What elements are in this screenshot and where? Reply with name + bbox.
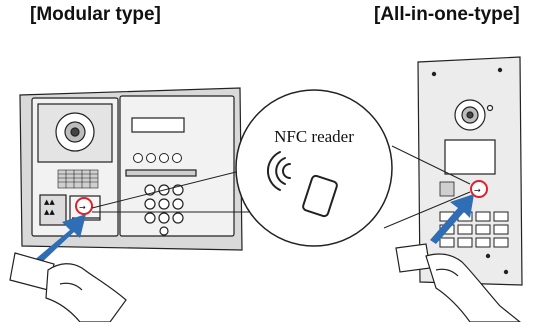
keypad-module bbox=[119, 95, 235, 237]
nfc-reader-label: NFC reader bbox=[274, 127, 354, 146]
camera-icon bbox=[454, 99, 494, 131]
nfc-spot-modular: → bbox=[75, 197, 93, 215]
keypad-icon bbox=[439, 211, 509, 248]
svg-text:→: → bbox=[474, 186, 481, 195]
label-all-in-one-type: [All-in-one-type] bbox=[374, 4, 520, 25]
label-modular-type: [Modular type] bbox=[30, 4, 161, 25]
camera-module: ▲▲ ▲▲ bbox=[31, 97, 119, 237]
svg-text:→: → bbox=[79, 203, 86, 212]
hand-with-card-icon bbox=[9, 252, 127, 322]
nfc-callout bbox=[91, 89, 471, 247]
arrow-icon bbox=[430, 194, 474, 244]
svg-text:▲▲: ▲▲ bbox=[44, 198, 55, 206]
all-in-one-intercom bbox=[417, 56, 523, 286]
arrow-icon bbox=[32, 214, 86, 266]
speaker-grille-icon bbox=[57, 169, 99, 189]
nfc-card-icon bbox=[302, 174, 338, 218]
svg-text:▲▲: ▲▲ bbox=[44, 208, 55, 216]
nfc-wave-icon bbox=[267, 151, 291, 191]
nfc-spot-all-in-one: → bbox=[470, 180, 488, 198]
keypad-icon bbox=[144, 184, 184, 236]
camera-icon bbox=[55, 112, 95, 152]
hand-with-card-icon bbox=[395, 243, 521, 322]
modular-intercom: ▲▲ ▲▲ bbox=[19, 87, 243, 251]
